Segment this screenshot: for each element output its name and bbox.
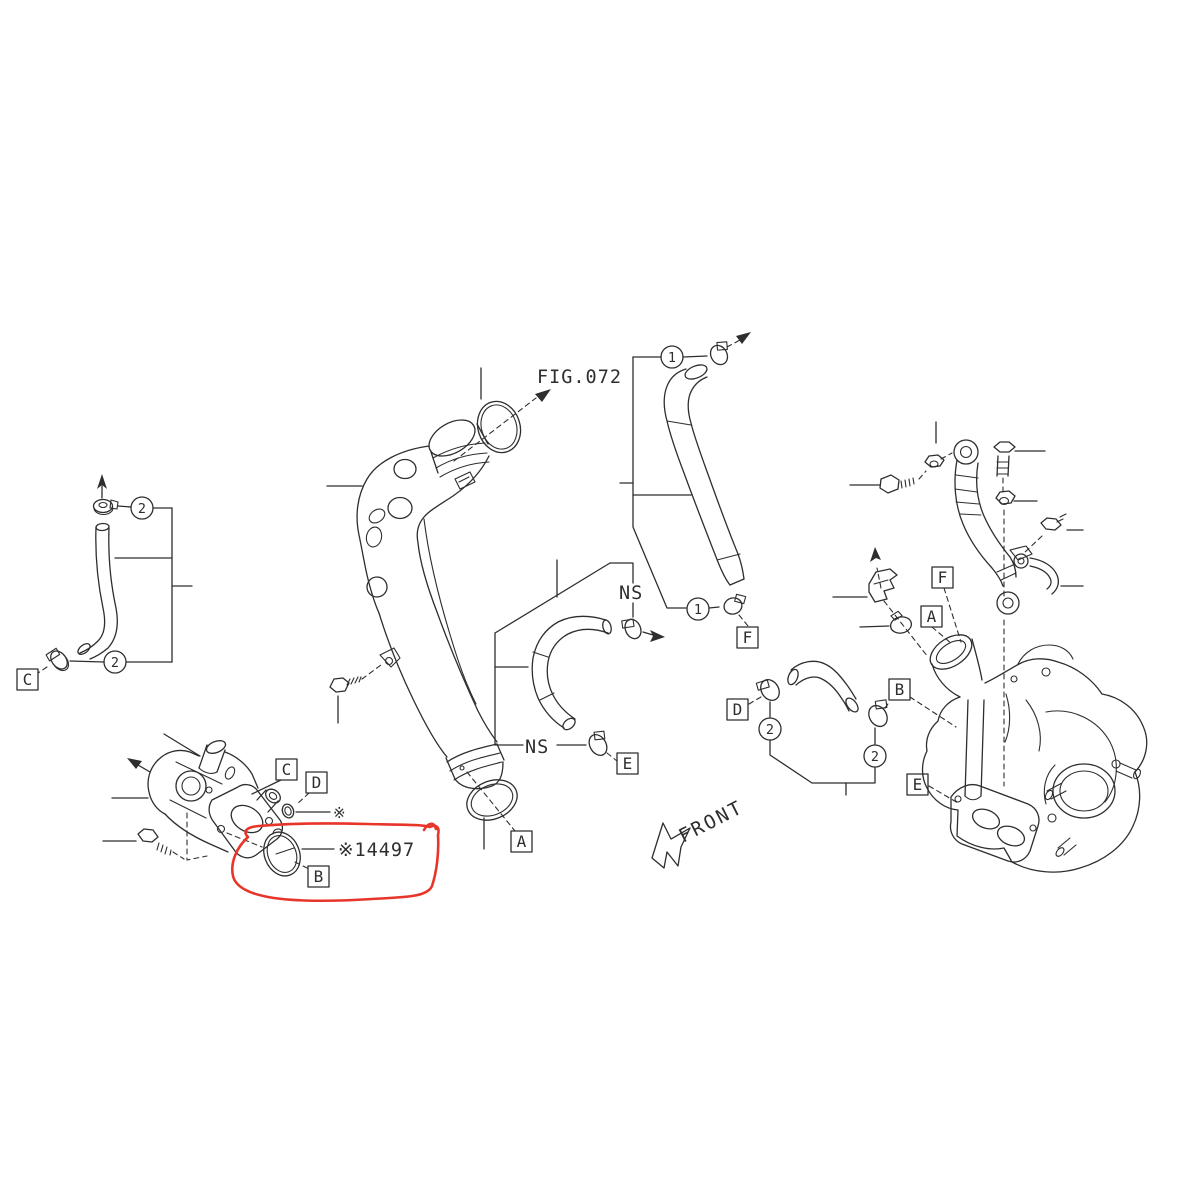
callout-box-E: E bbox=[906, 773, 929, 796]
right-arrow-icon bbox=[642, 630, 665, 642]
box-label: F bbox=[938, 568, 948, 587]
hose-clamp bbox=[709, 341, 729, 366]
callout-box-E: E bbox=[616, 752, 639, 775]
callout-box-D: D bbox=[726, 698, 749, 721]
callout-circle-2: 2 bbox=[758, 717, 782, 741]
callout-circle-2: 2 bbox=[863, 744, 887, 768]
front-arrow-icon bbox=[651, 822, 691, 869]
callout-circle-1: 1 bbox=[686, 597, 710, 621]
box-label: E bbox=[913, 775, 923, 794]
hose-clamp bbox=[868, 699, 888, 728]
coolant-hose bbox=[77, 522, 118, 660]
turbocharger-body bbox=[921, 634, 1148, 873]
hose-clamp bbox=[45, 647, 70, 672]
circle-label: 2 bbox=[138, 501, 146, 517]
box-label: E bbox=[623, 754, 633, 773]
duct-outlet-flange bbox=[445, 743, 505, 790]
box-label: C bbox=[23, 670, 33, 689]
bracket-clip bbox=[832, 568, 898, 603]
callout-box-F: F bbox=[736, 626, 759, 649]
highlight-ellipse bbox=[231, 822, 440, 903]
duct-inlet-flange bbox=[428, 419, 490, 490]
callout-box-B: B bbox=[888, 678, 911, 701]
hose-clamp bbox=[92, 498, 119, 516]
box-label: A bbox=[517, 832, 527, 851]
hex-bolt bbox=[993, 441, 1046, 494]
circle-label: 2 bbox=[871, 749, 879, 765]
callout-box-B: B bbox=[307, 865, 330, 888]
hose-clamp bbox=[723, 593, 747, 615]
coolant-hose-group: 2 2 C bbox=[16, 474, 193, 691]
pcv-hose-group: D 2 2 B bbox=[726, 660, 957, 796]
water-outlet-group: C D ※ ※14497 B bbox=[102, 733, 415, 888]
figure-reference-label: FIG.072 bbox=[537, 367, 622, 388]
air-intake-duct bbox=[356, 445, 498, 758]
hex-bolt bbox=[329, 664, 382, 724]
front-direction-group: FRONT bbox=[651, 796, 747, 869]
callout-box-C: C bbox=[275, 758, 298, 781]
ns-label: NS bbox=[525, 737, 549, 758]
highlight-annotation bbox=[231, 822, 440, 903]
hose-clamp bbox=[755, 678, 780, 702]
hex-bolt bbox=[1022, 513, 1084, 555]
pcv-hose bbox=[787, 660, 859, 713]
washer bbox=[924, 421, 953, 468]
callout-box-C: C bbox=[16, 668, 39, 691]
highlighted-part-number-label: ※14497 bbox=[338, 840, 415, 861]
highlighted-o-ring bbox=[263, 828, 301, 877]
box-label: D bbox=[312, 773, 322, 792]
callout-circle-2: 2 bbox=[130, 496, 154, 520]
oil-supply-hose bbox=[954, 459, 1020, 615]
front-label: FRONT bbox=[675, 796, 747, 847]
callout-box-A: A bbox=[510, 830, 533, 853]
hex-bolt bbox=[879, 470, 927, 494]
callout-box-F: F bbox=[931, 566, 954, 589]
callout-circle-2: 2 bbox=[103, 650, 127, 674]
callout-circle-1: 1 bbox=[660, 345, 684, 369]
hose-clamp bbox=[889, 610, 913, 634]
arrowhead-icon bbox=[736, 332, 751, 344]
vacuum-hose bbox=[663, 364, 745, 586]
outlet-o-ring bbox=[466, 779, 518, 821]
arrowhead-icon bbox=[535, 389, 551, 402]
box-label: D bbox=[733, 700, 743, 719]
ns-label: NS bbox=[619, 583, 643, 604]
vacuum-hose-group: 1 1 F bbox=[619, 332, 759, 649]
up-arrow-icon bbox=[97, 474, 107, 499]
banjo-fitting bbox=[953, 439, 979, 465]
callout-box-D: D bbox=[305, 771, 328, 794]
callout-box-A: A bbox=[920, 605, 943, 628]
circle-label: 2 bbox=[766, 722, 774, 738]
turbocharger-group: F A E bbox=[832, 421, 1148, 873]
up-left-arrow-icon bbox=[127, 758, 151, 773]
up-arrow-icon bbox=[870, 547, 882, 589]
coolant-pipe bbox=[1009, 545, 1084, 595]
nut bbox=[995, 490, 1038, 506]
box-label: B bbox=[314, 867, 324, 886]
box-label: B bbox=[895, 680, 905, 699]
box-label: F bbox=[743, 628, 753, 647]
hose-clamp bbox=[621, 618, 642, 640]
breather-hose bbox=[531, 615, 612, 731]
circle-label: 1 bbox=[668, 350, 676, 366]
water-outlet-housing bbox=[147, 733, 284, 859]
air-intake-duct-group: FIG.072 bbox=[326, 367, 622, 853]
box-label: A bbox=[927, 607, 937, 626]
circle-label: 1 bbox=[694, 602, 702, 618]
hose-clamp bbox=[588, 730, 608, 756]
hex-bolt bbox=[102, 828, 185, 860]
box-label: C bbox=[282, 760, 292, 779]
highlight-stroke-overshoot bbox=[422, 822, 438, 832]
circle-label: 2 bbox=[111, 655, 119, 671]
ns-hose-group: NS NS E bbox=[494, 559, 665, 775]
small-o-ring bbox=[281, 803, 295, 819]
reference-mark-label: ※ bbox=[333, 804, 346, 822]
